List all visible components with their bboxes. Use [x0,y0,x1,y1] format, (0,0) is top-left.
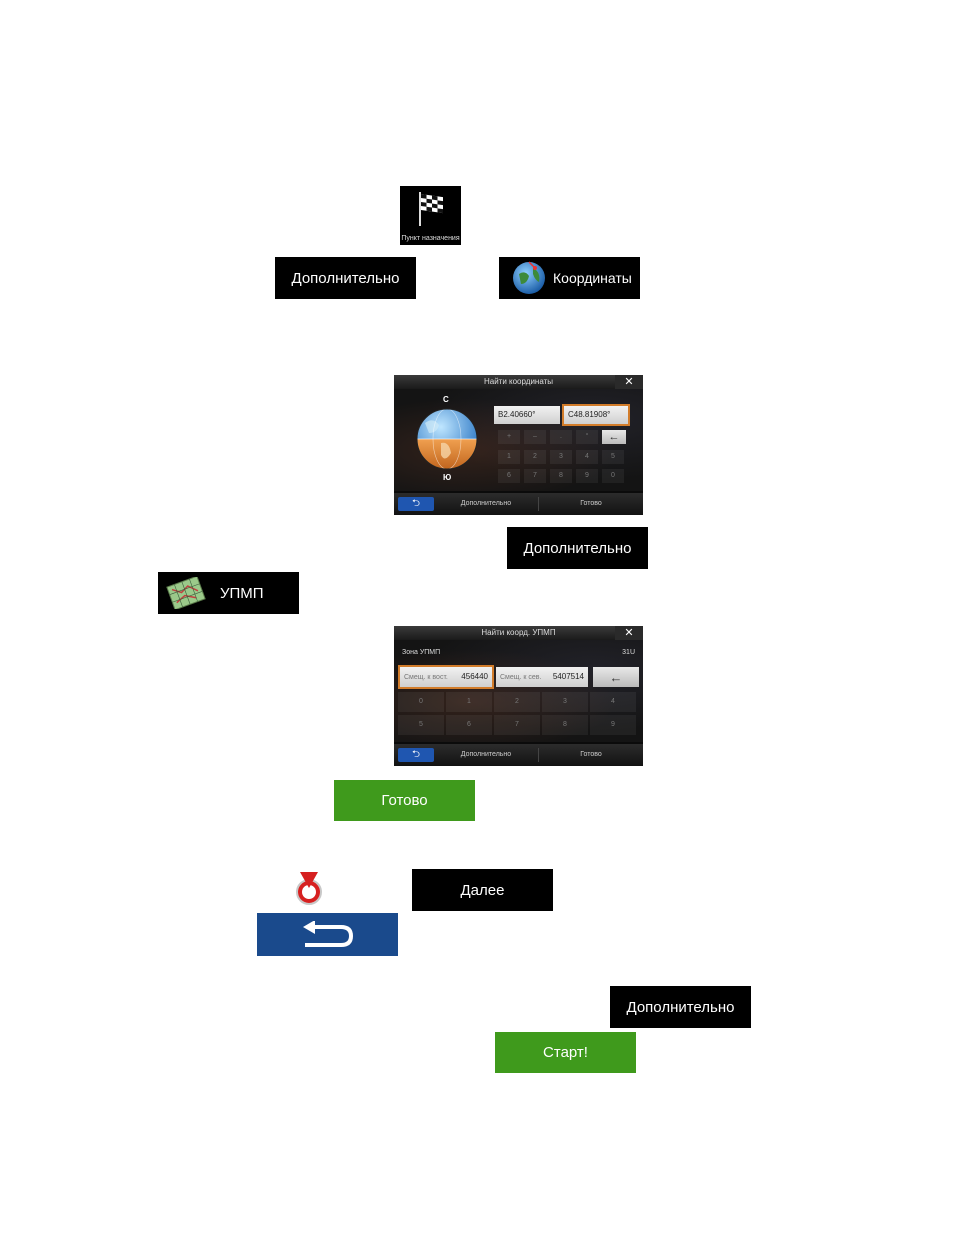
key-6[interactable]: 6 [446,715,492,735]
zone-label: Зона УПМП [402,649,441,656]
north-offset-field[interactable]: Смещ. к сев. 5407514 [496,667,588,687]
key-minus[interactable]: – [524,430,546,444]
more-button[interactable]: Дополнительно [275,257,416,299]
checkered-flag-icon [419,192,443,226]
back-button[interactable] [257,913,398,956]
close-icon[interactable]: ✕ [615,375,643,389]
bottom-more-button[interactable]: Дополнительно [460,751,512,758]
hemisphere-globe-icon[interactable] [415,403,479,475]
bottom-bar: ⮌ Дополнительно Готово [394,493,643,515]
key-2[interactable]: 2 [524,450,546,464]
utm-grid-map-icon [166,577,206,609]
utm-button[interactable]: УПМП [158,572,299,614]
key-9[interactable]: 9 [590,715,636,735]
start-button-label: Старт! [543,1044,588,1061]
done-button[interactable]: Готово [334,780,475,821]
key-0[interactable]: 0 [398,692,444,712]
longitude-field[interactable]: В2.40660° [494,406,560,424]
back-arrow-icon: ⮌ [411,497,420,509]
key-1[interactable]: 1 [446,692,492,712]
key-6[interactable]: 6 [498,469,520,483]
key-5[interactable]: 5 [398,715,444,735]
more-button-3[interactable]: Дополнительно [610,986,751,1028]
key-4[interactable]: 4 [576,450,598,464]
coordinates-button[interactable]: Координаты [499,257,640,299]
key-7[interactable]: 7 [494,715,540,735]
destination-label: Пункт назначения [401,235,460,242]
zone-value[interactable]: 31U [622,649,635,656]
north-offset-value: 5407514 [552,672,584,681]
key-8[interactable]: 8 [542,715,588,735]
east-offset-field[interactable]: Смещ. к вост. 456440 [398,665,494,689]
next-button-label: Далее [460,881,505,899]
key-2[interactable]: 2 [494,692,540,712]
east-offset-label: Смещ. к вост. [404,674,448,681]
globe-icon [513,261,545,294]
key-9[interactable]: 9 [576,469,598,483]
start-button[interactable]: Старт! [495,1032,636,1073]
close-icon[interactable]: ✕ [615,626,643,640]
key-0[interactable]: 0 [602,469,624,483]
left-arrow-icon: ← [608,431,620,443]
back-button[interactable]: ⮌ [398,748,434,762]
find-coordinates-screen: Найти координаты ✕ С Ю В2.40660° С48.819… [394,375,643,515]
utm-button-label: УПМП [220,584,264,602]
more-button-2-label: Дополнительно [523,539,632,557]
key-degree[interactable]: ° [576,430,598,444]
coordinates-button-label: Координаты [553,270,632,286]
east-offset-value: 456440 [461,672,488,681]
map-pin-icon [296,872,322,905]
key-1[interactable]: 1 [498,450,520,464]
key-8[interactable]: 8 [550,469,572,483]
more-button-3-label: Дополнительно [626,998,735,1016]
map-background [394,640,643,742]
north-offset-label: Смещ. к сев. [500,674,542,681]
bottom-done-button[interactable]: Готово [538,497,643,511]
key-3[interactable]: 3 [542,692,588,712]
bottom-done-button[interactable]: Готово [538,748,643,762]
find-utm-screen: Найти коорд. УПМП ✕ Зона УПМП 31U Смещ. … [394,626,643,766]
key-plus[interactable]: + [498,430,520,444]
next-button[interactable]: Далее [412,869,553,911]
more-button-label: Дополнительно [291,269,400,287]
backspace-button[interactable]: ← [593,667,639,687]
key-7[interactable]: 7 [524,469,546,483]
left-arrow-icon: ← [609,669,623,685]
done-button-label: Готово [381,792,428,809]
backspace-button[interactable]: ← [602,430,626,444]
more-button-2[interactable]: Дополнительно [507,527,648,569]
north-label: С [443,395,449,404]
destination-button[interactable]: Пункт назначения [400,186,461,245]
screen-title: Найти коорд. УПМП [394,626,643,640]
back-arrow-icon [302,920,353,947]
key-3[interactable]: 3 [550,450,572,464]
south-label: Ю [443,473,452,482]
key-dot[interactable]: . [550,430,572,444]
latitude-field[interactable]: С48.81908° [562,404,630,426]
screen-title: Найти координаты [394,375,643,389]
bottom-bar: ⮌ Дополнительно Готово [394,744,643,766]
bottom-more-button[interactable]: Дополнительно [460,500,512,507]
key-4[interactable]: 4 [590,692,636,712]
back-button[interactable]: ⮌ [398,497,434,511]
back-arrow-icon: ⮌ [411,748,420,760]
key-5[interactable]: 5 [602,450,624,464]
